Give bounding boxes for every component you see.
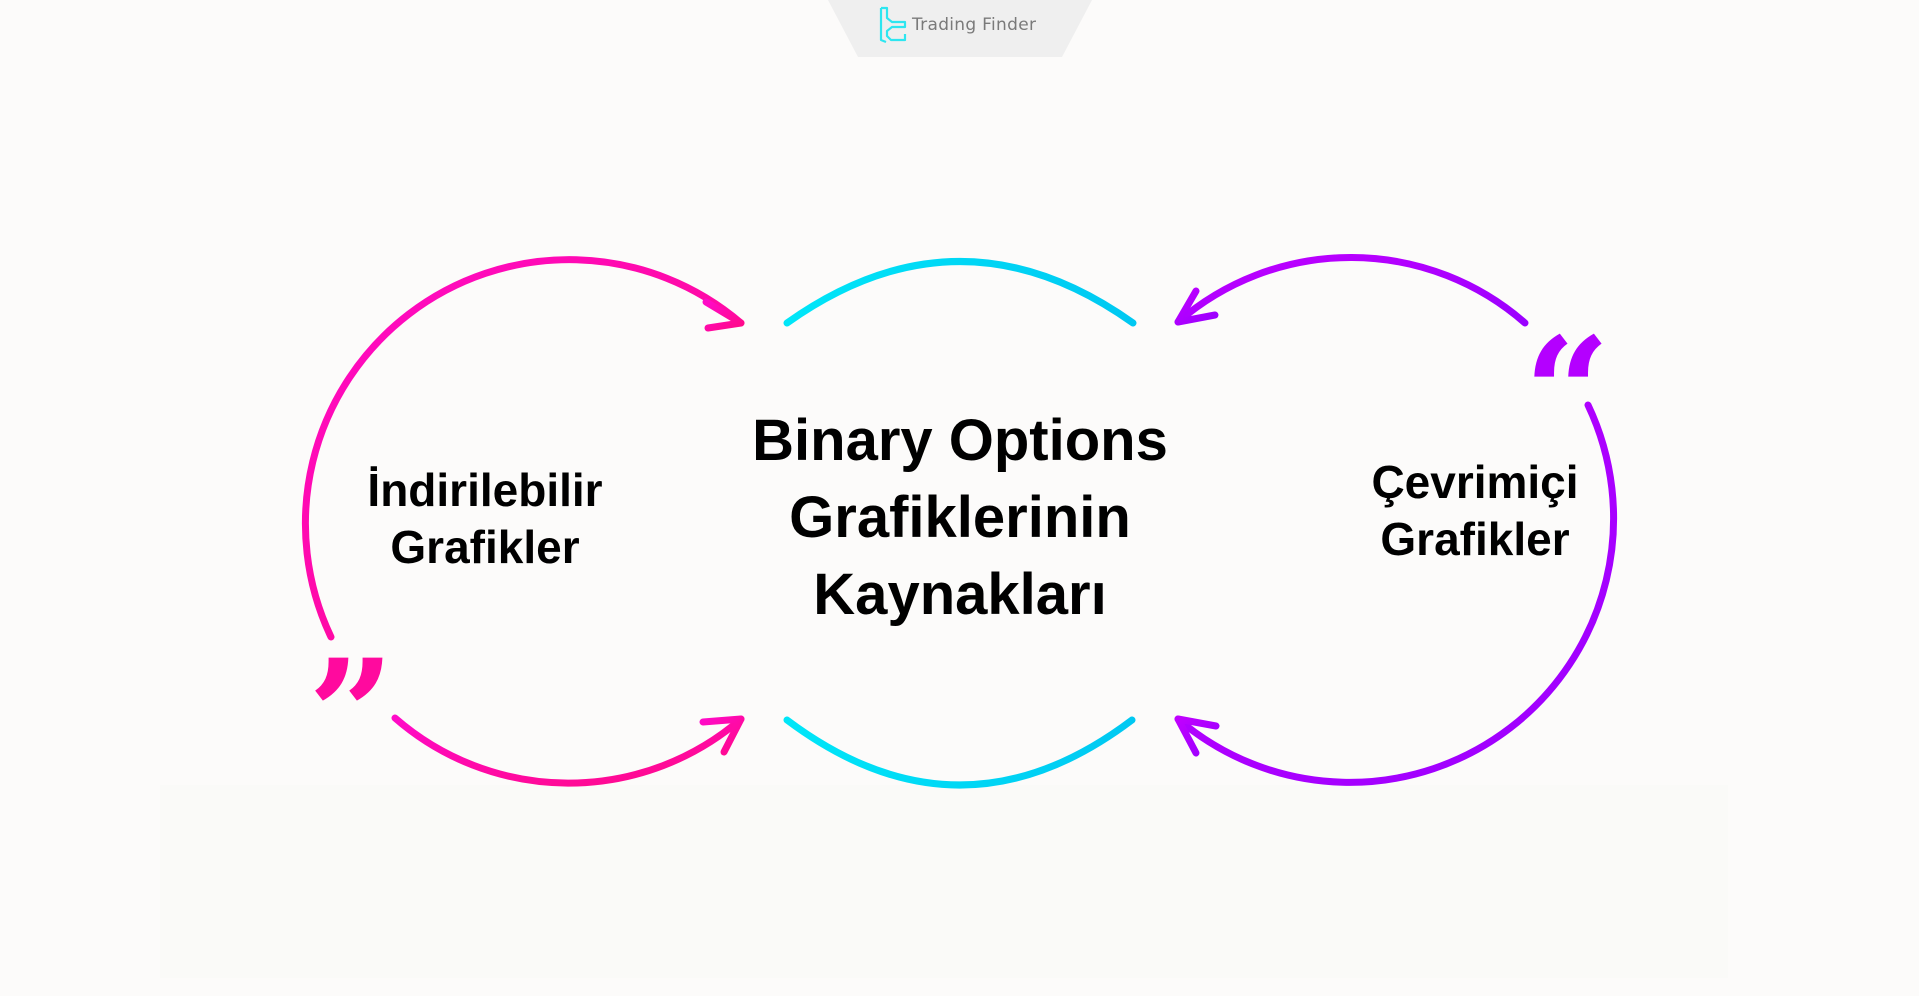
right-node-line2: Grafikler	[1380, 513, 1570, 565]
brand-header	[828, 0, 1092, 57]
center-title-line1: Binary Options	[752, 408, 1168, 473]
right-top-arc-arrow	[1174, 253, 1529, 327]
left-bottom-arrowhead-icon	[699, 715, 745, 756]
bottom-panel	[160, 785, 1728, 978]
right-cycle-arrows	[1174, 253, 1618, 786]
left-cycle-arrows	[301, 256, 745, 787]
right-node-line1: Çevrimiçi	[1371, 456, 1579, 508]
center-title-line2: Grafiklerinin	[789, 485, 1131, 550]
closing-quote-icon: ”	[308, 627, 394, 803]
right-top-arrowhead-icon	[1174, 287, 1219, 326]
center-bottom-arc	[783, 716, 1136, 789]
opening-quote-icon: “	[1524, 305, 1610, 481]
left-bottom-arc-arrow	[391, 714, 745, 787]
logo-tab-shape	[828, 0, 1092, 57]
center-top-arc	[783, 258, 1137, 327]
center-title: Binary Options Grafiklerinin Kaynakları	[710, 402, 1210, 633]
left-top-arc-arrow	[301, 256, 745, 641]
left-node-line2: Grafikler	[390, 521, 580, 573]
right-bottom-arrowhead-icon	[1174, 715, 1220, 757]
right-bottom-arc-arrow	[1174, 401, 1618, 786]
brand-name: Trading Finder	[912, 15, 1037, 35]
left-top-arrowhead-icon	[702, 298, 745, 332]
left-node-line1: İndirilebilir	[367, 464, 603, 516]
center-title-line3: Kaynakları	[813, 562, 1107, 627]
left-node-label: İndirilebilir Grafikler	[340, 462, 630, 576]
trading-finder-logo-icon	[879, 6, 907, 44]
center-arcs	[783, 258, 1137, 789]
right-node-label: Çevrimiçi Grafikler	[1330, 454, 1620, 568]
